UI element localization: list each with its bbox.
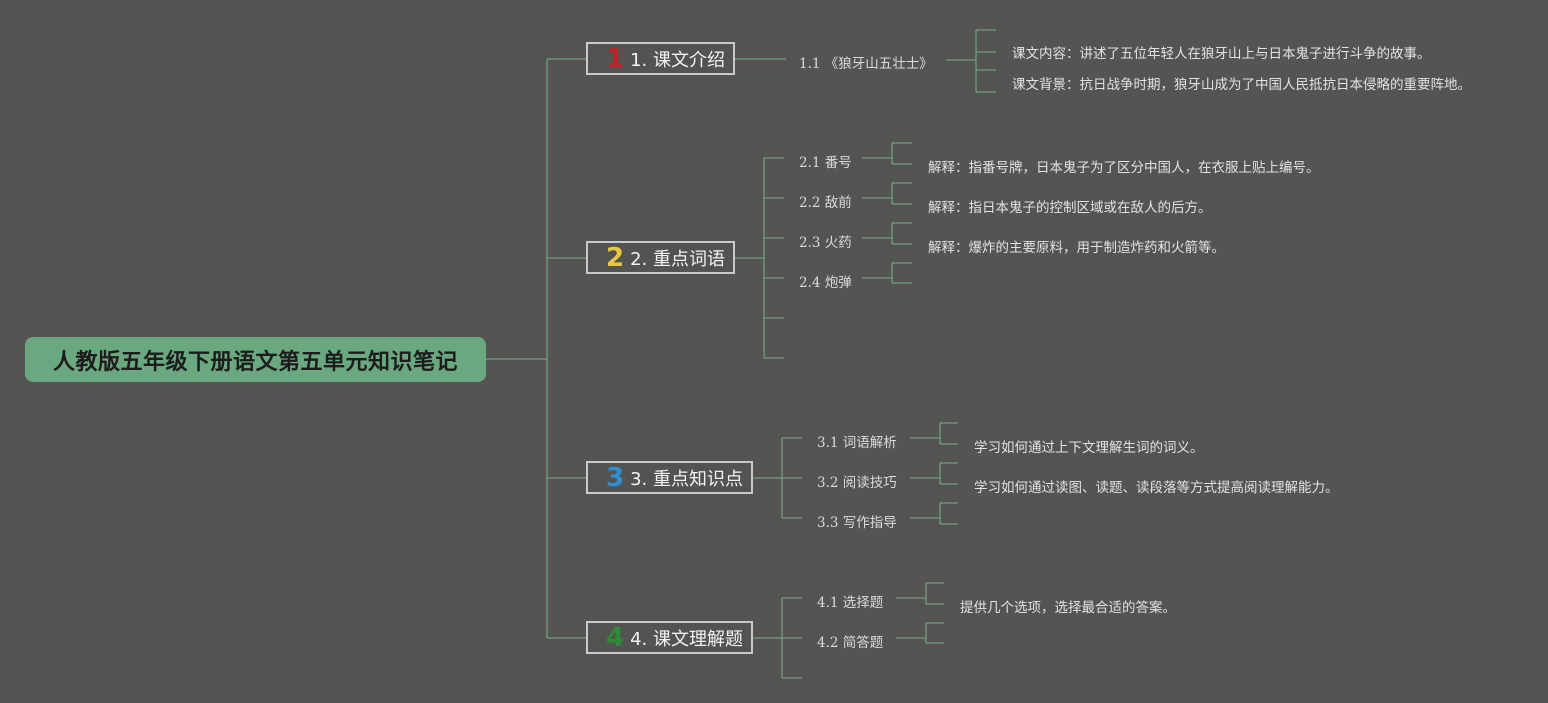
- subtopic-2-3[interactable]: 2.3 火药: [799, 235, 852, 251]
- subtopic-4-2[interactable]: 4.2 简答题: [817, 635, 884, 651]
- number-2-icon: 2: [606, 242, 625, 273]
- subtopic-2-1[interactable]: 2.1 番号: [799, 155, 852, 171]
- subtopic-3-1[interactable]: 3.1 词语解析: [817, 435, 897, 451]
- number-4-icon: 4: [606, 622, 625, 653]
- topic-label: 4. 课文理解题: [630, 628, 743, 650]
- note-2-2[interactable]: 解释：指日本鬼子的控制区域或在敌人的后方。: [928, 200, 1212, 216]
- note-1-background[interactable]: 课文背景：抗日战争时期，狼牙山成为了中国人民抵抗日本侵略的重要阵地。: [1012, 77, 1471, 93]
- note-2-1[interactable]: 解释：指番号牌，日本鬼子为了区分中国人，在衣服上贴上编号。: [928, 160, 1320, 176]
- topic-node-3[interactable]: 3 3. 重点知识点: [586, 461, 753, 494]
- subtopic-1-1[interactable]: 1.1 《狼牙山五壮士》: [799, 56, 933, 72]
- topic-node-2[interactable]: 2 2. 重点词语: [586, 241, 735, 274]
- subtopic-2-4[interactable]: 2.4 炮弹: [799, 275, 852, 291]
- note-2-3[interactable]: 解释：爆炸的主要原料，用于制造炸药和火箭等。: [928, 240, 1225, 256]
- topic-node-4[interactable]: 4 4. 课文理解题: [586, 621, 753, 654]
- topic-label: 3. 重点知识点: [630, 468, 743, 490]
- subtopic-3-3[interactable]: 3.3 写作指导: [817, 515, 897, 531]
- topic-label: 1. 课文介绍: [630, 49, 725, 71]
- note-1-content[interactable]: 课文内容：讲述了五位年轻人在狼牙山上与日本鬼子进行斗争的故事。: [1012, 46, 1431, 62]
- note-3-1[interactable]: 学习如何通过上下文理解生词的词义。: [974, 440, 1204, 456]
- topic-node-1[interactable]: 1 1. 课文介绍: [586, 42, 735, 75]
- note-4-1[interactable]: 提供几个选项，选择最合适的答案。: [960, 600, 1176, 616]
- subtopic-4-1[interactable]: 4.1 选择题: [817, 595, 884, 611]
- subtopic-3-2[interactable]: 3.2 阅读技巧: [817, 475, 897, 491]
- root-title: 人教版五年级下册语文第五单元知识笔记: [52, 349, 458, 375]
- topic-label: 2. 重点词语: [630, 248, 725, 270]
- number-1-icon: 1: [606, 43, 625, 74]
- subtopic-2-2[interactable]: 2.2 敌前: [799, 195, 852, 211]
- number-3-icon: 3: [606, 462, 625, 493]
- note-3-2[interactable]: 学习如何通过读图、读题、读段落等方式提高阅读理解能力。: [974, 480, 1339, 496]
- root-node[interactable]: 人教版五年级下册语文第五单元知识笔记: [25, 337, 486, 382]
